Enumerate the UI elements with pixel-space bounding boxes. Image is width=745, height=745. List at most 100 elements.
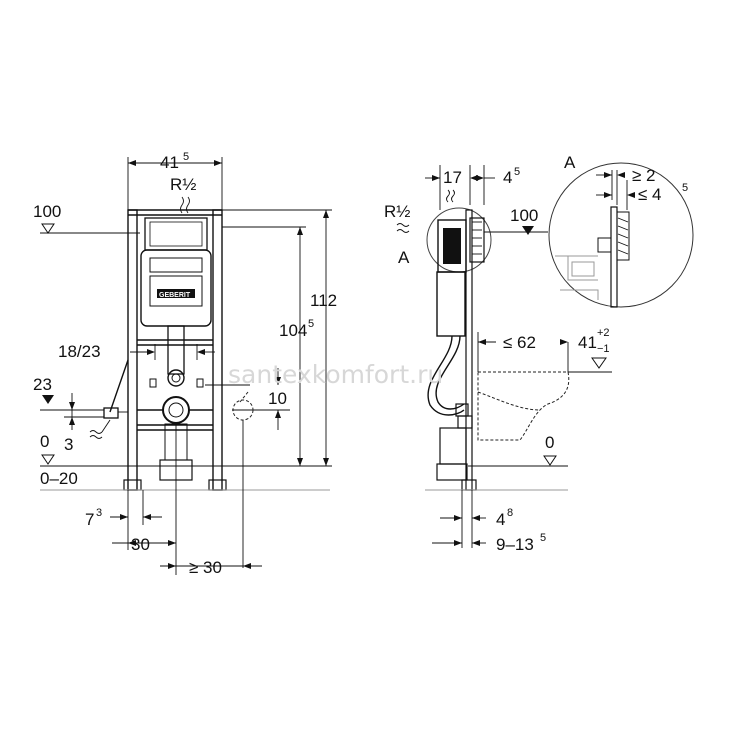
arrow-icon <box>147 349 155 355</box>
detail-plate-rib <box>617 225 629 231</box>
floor-range-label: 0–20 <box>40 469 78 488</box>
flush-plate-area <box>149 275 203 307</box>
waste-pipe-side-end <box>436 463 468 481</box>
arrow-icon <box>275 410 281 418</box>
arrow-icon <box>476 175 484 181</box>
brand-plate <box>157 289 195 298</box>
detail-mechanism <box>597 237 612 253</box>
water-connection-label: R½ <box>384 202 410 221</box>
toilet-bowl-inner <box>477 391 541 411</box>
detail-plate-rib <box>617 241 629 247</box>
arrow-icon <box>604 192 612 198</box>
arrow-icon <box>297 458 303 466</box>
dim-4-5-label: 4 <box>503 168 512 187</box>
dim-min-30-label: ≥ 30 <box>189 558 222 577</box>
water-arrow <box>101 419 111 433</box>
level-100-label: 100 <box>510 206 538 225</box>
frame-side-post <box>465 209 473 491</box>
arrow-icon <box>323 210 329 218</box>
level-23-label: 23 <box>33 375 52 394</box>
flush-plate-side <box>469 217 485 263</box>
arrow-icon <box>297 227 303 235</box>
arrow-icon <box>128 540 136 546</box>
dim-3-label: 3 <box>64 435 73 454</box>
fixture-guide <box>239 391 249 403</box>
detail-a: A ≥ 2 ≤ 4 5 <box>548 153 694 308</box>
cistern-body <box>140 249 212 327</box>
frame-right-post <box>212 209 223 491</box>
arrow-icon <box>197 349 205 355</box>
level-0-label: 0 <box>40 432 49 451</box>
arrow-icon <box>617 172 625 178</box>
flush-pipe-curve <box>427 335 465 416</box>
arrow-icon <box>120 514 128 520</box>
arrow-icon <box>454 515 462 521</box>
dim-10-label: 10 <box>268 389 287 408</box>
water-connection-label: R½ <box>170 175 196 194</box>
flush-connector-icon <box>167 369 185 387</box>
cistern-lower <box>436 271 466 337</box>
arrow-icon <box>478 339 486 345</box>
arrow-icon <box>69 417 75 425</box>
water-wave-icon <box>89 435 103 439</box>
flush-pipe <box>167 325 185 375</box>
dim-max-4-5-label: ≤ 4 <box>638 185 662 204</box>
water-wave-icon <box>446 189 450 203</box>
arrow-icon <box>560 339 568 345</box>
arrow-icon <box>432 175 440 181</box>
toilet-bowl-outline <box>477 371 570 441</box>
detail-plate-rib <box>617 233 629 239</box>
waste-outlet-inner <box>168 402 184 418</box>
bolt-icon <box>149 378 157 388</box>
arrow-icon <box>604 172 612 178</box>
detail-wall-board <box>610 206 618 308</box>
arrow-icon <box>627 192 635 198</box>
flush-connector-inner <box>171 373 181 383</box>
arrow-icon <box>275 377 281 385</box>
arrow-icon <box>128 160 136 166</box>
detail-a-marker: A <box>398 248 410 267</box>
brand-label: GEBERIT <box>159 292 191 299</box>
arrow-icon <box>143 514 151 520</box>
arrow-icon <box>243 563 251 569</box>
detail-cistern-outline <box>555 255 599 300</box>
front-view: 41 5 R½ GEBERIT <box>33 151 337 577</box>
dim-41-label: 41 <box>578 333 597 352</box>
dim-4-8-label: 4 <box>496 510 505 529</box>
cistern-inner <box>149 221 203 247</box>
arrow-icon <box>168 563 176 569</box>
water-wave-icon <box>396 229 410 233</box>
width-label-sup: 5 <box>183 151 189 163</box>
dim-max-4-5-sup: 5 <box>682 182 688 194</box>
level-triangle-icon <box>41 454 55 465</box>
level-0-label: 0 <box>545 433 554 452</box>
dim-7-sup: 3 <box>96 507 102 519</box>
cistern-panel-top <box>149 257 203 273</box>
detail-plate-rib <box>617 217 629 223</box>
side-view: 17 4 5 R½ A 100 <box>384 165 612 554</box>
arrow-icon <box>168 540 176 546</box>
height-104-sup: 5 <box>308 318 314 330</box>
side-brace <box>109 359 129 413</box>
watermark: santexkomfort.ru <box>228 360 443 389</box>
side-valve <box>103 407 119 419</box>
arrow-icon <box>69 402 75 410</box>
dim-7-label: 7 <box>85 510 94 529</box>
width-label: 41 <box>160 153 179 172</box>
waste-bend-lower <box>457 415 473 429</box>
detail-a-frame <box>548 162 694 308</box>
water-wave-icon <box>451 189 455 203</box>
arrow-icon <box>323 458 329 466</box>
frame-left-post <box>127 209 138 491</box>
frame-foot-right <box>208 479 227 491</box>
detail-plate <box>616 211 630 261</box>
arrow-icon <box>214 160 222 166</box>
level-triangle-filled-icon <box>42 395 54 404</box>
dim-17-label: 17 <box>443 168 462 187</box>
level-triangle-filled-icon <box>522 226 534 235</box>
level-100-label: 100 <box>33 202 61 221</box>
water-wave-icon <box>89 430 103 434</box>
waste-outlet-icon <box>162 396 190 424</box>
cistern-side-fill <box>443 228 461 264</box>
